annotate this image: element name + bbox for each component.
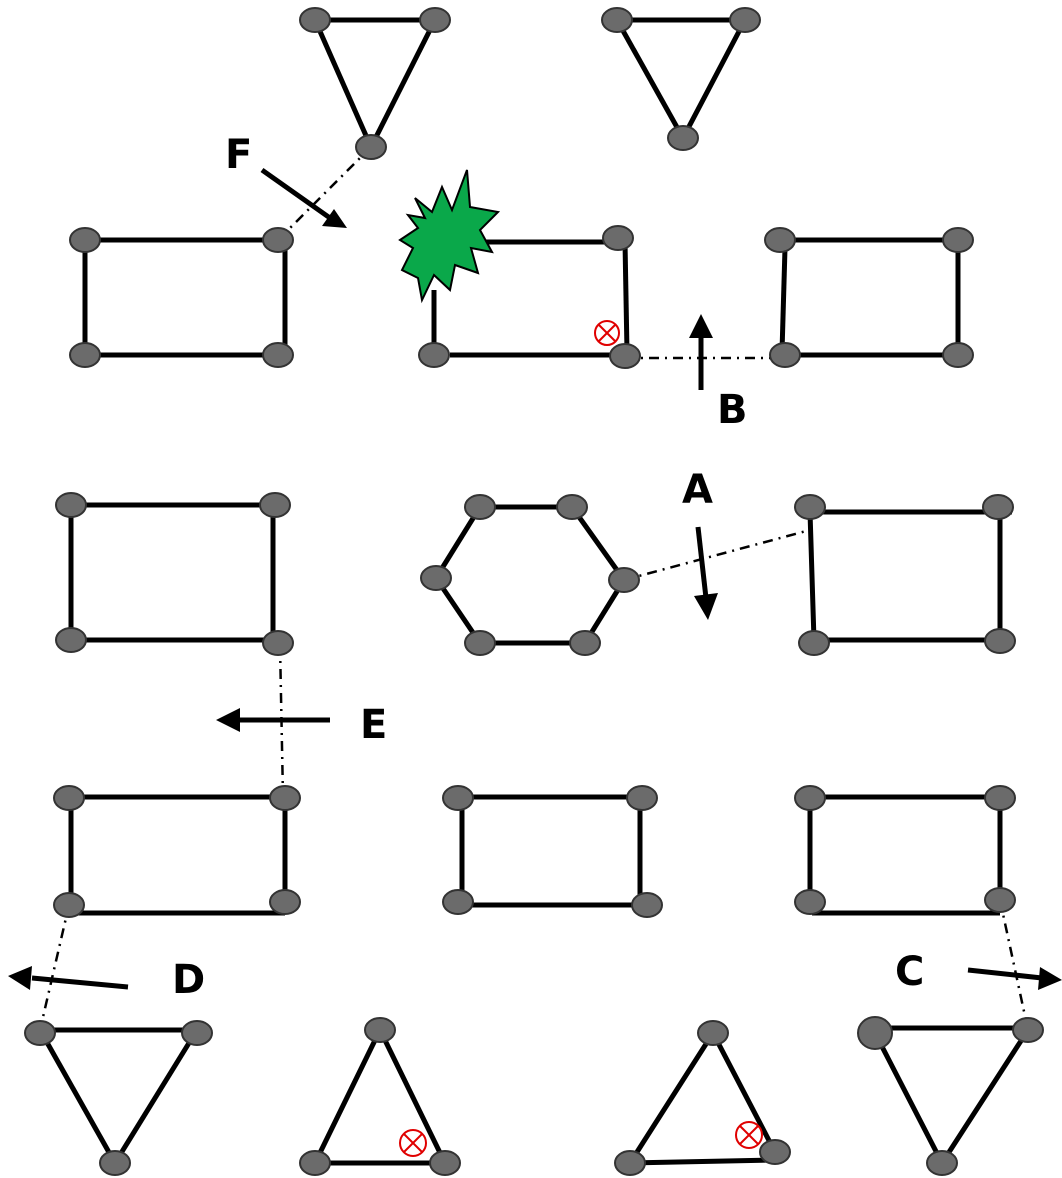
node xyxy=(420,565,452,591)
node xyxy=(262,227,294,253)
label-e: E xyxy=(360,702,387,748)
node xyxy=(794,494,826,520)
hexagon-center xyxy=(420,494,640,656)
node xyxy=(1012,1017,1044,1043)
arrow-icon xyxy=(216,708,330,732)
node xyxy=(857,1016,893,1050)
node xyxy=(464,494,496,520)
node xyxy=(69,342,101,368)
node xyxy=(601,7,633,33)
circled-x-icon xyxy=(399,1129,427,1157)
rect-row3-right xyxy=(794,494,1016,656)
node xyxy=(299,1150,331,1176)
rect-row2-left xyxy=(69,227,294,368)
node xyxy=(259,492,291,518)
node xyxy=(556,494,588,520)
arrow-icon xyxy=(967,967,1062,990)
link-d xyxy=(38,904,71,1031)
node xyxy=(729,7,761,33)
label-b: B xyxy=(717,387,748,433)
node xyxy=(982,494,1014,520)
node xyxy=(631,892,663,918)
triangle-top-right xyxy=(601,7,761,151)
node xyxy=(697,1020,729,1046)
rect-row4-left xyxy=(53,785,301,918)
node xyxy=(942,227,974,253)
label-c: C xyxy=(895,949,924,995)
node xyxy=(602,225,634,251)
node xyxy=(794,889,826,915)
node xyxy=(429,1150,461,1176)
node xyxy=(608,567,640,593)
node xyxy=(926,1150,958,1176)
rect-row2-right xyxy=(764,227,974,368)
triangle-top-left xyxy=(299,7,451,160)
node xyxy=(759,1139,791,1165)
node xyxy=(262,342,294,368)
circled-x-icon xyxy=(735,1121,763,1149)
node xyxy=(626,785,658,811)
node xyxy=(464,630,496,656)
node xyxy=(55,627,87,653)
node xyxy=(53,892,85,918)
arrow-icon xyxy=(260,167,347,228)
node xyxy=(269,785,301,811)
circled-x-icon xyxy=(594,320,620,346)
node xyxy=(798,630,830,656)
node xyxy=(984,785,1016,811)
node xyxy=(55,492,87,518)
node xyxy=(442,785,474,811)
node xyxy=(984,887,1016,913)
node xyxy=(984,628,1016,654)
triangle-bottom-2 xyxy=(299,1017,461,1176)
node xyxy=(764,227,796,253)
triangle-bottom-4 xyxy=(857,1016,1044,1176)
node xyxy=(614,1150,646,1176)
node xyxy=(53,785,85,811)
node xyxy=(355,134,387,160)
node xyxy=(99,1150,131,1176)
links xyxy=(38,146,1030,1031)
node xyxy=(794,785,826,811)
rect-row4-middle xyxy=(442,785,663,918)
label-d: D xyxy=(172,957,205,1003)
node xyxy=(262,630,294,656)
label-a: A xyxy=(682,467,713,513)
arrow-icon xyxy=(694,526,718,620)
node xyxy=(942,342,974,368)
link-a xyxy=(623,528,811,582)
node xyxy=(418,342,450,368)
node xyxy=(667,125,699,151)
link-f xyxy=(277,146,372,241)
node xyxy=(442,889,474,915)
arrow-icon xyxy=(8,966,129,990)
node xyxy=(181,1020,213,1046)
triangle-bottom-1 xyxy=(24,1020,213,1176)
node xyxy=(24,1020,56,1046)
node xyxy=(419,7,451,33)
node xyxy=(69,227,101,253)
green-explosion-icon xyxy=(398,169,501,304)
triangle-bottom-3 xyxy=(614,1020,791,1176)
label-f: F xyxy=(225,132,252,178)
node xyxy=(269,889,301,915)
node xyxy=(364,1017,396,1043)
rect-row4-right xyxy=(794,785,1016,916)
arrow-icon xyxy=(689,314,713,390)
node xyxy=(569,630,601,656)
link-c xyxy=(998,899,1030,1031)
rect-row2-middle xyxy=(418,225,641,369)
rect-row3-left xyxy=(55,492,294,656)
node xyxy=(299,7,331,33)
node xyxy=(609,343,641,369)
node xyxy=(769,342,801,368)
